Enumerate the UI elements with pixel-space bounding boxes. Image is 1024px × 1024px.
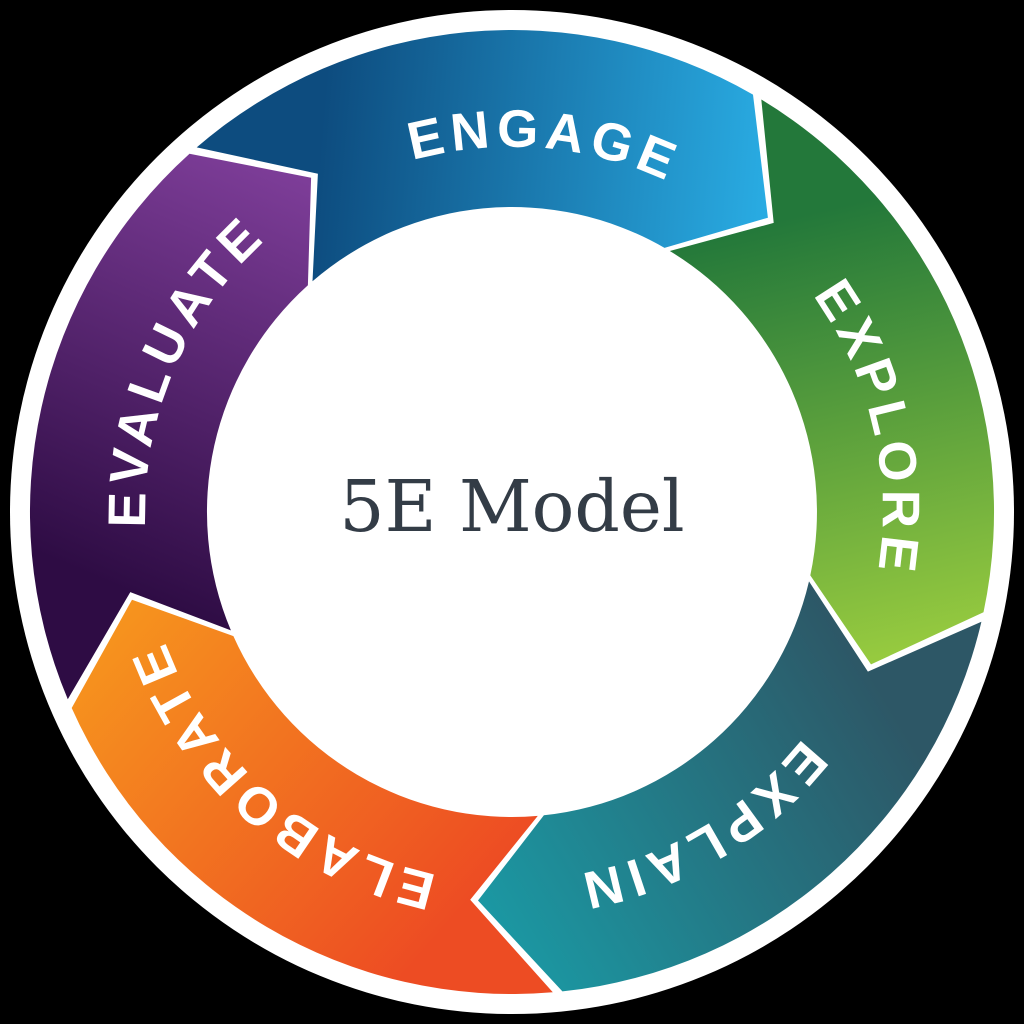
segment-arrow-explain [478, 581, 982, 992]
segment-arrow-evaluate [29, 153, 312, 700]
segment-arrow-explore [669, 99, 995, 665]
wheel-segments [29, 30, 995, 995]
segment-arrow-elaborate [71, 599, 553, 995]
center-title: 5E Model [339, 465, 684, 548]
segment-arrow-engage [196, 30, 768, 282]
